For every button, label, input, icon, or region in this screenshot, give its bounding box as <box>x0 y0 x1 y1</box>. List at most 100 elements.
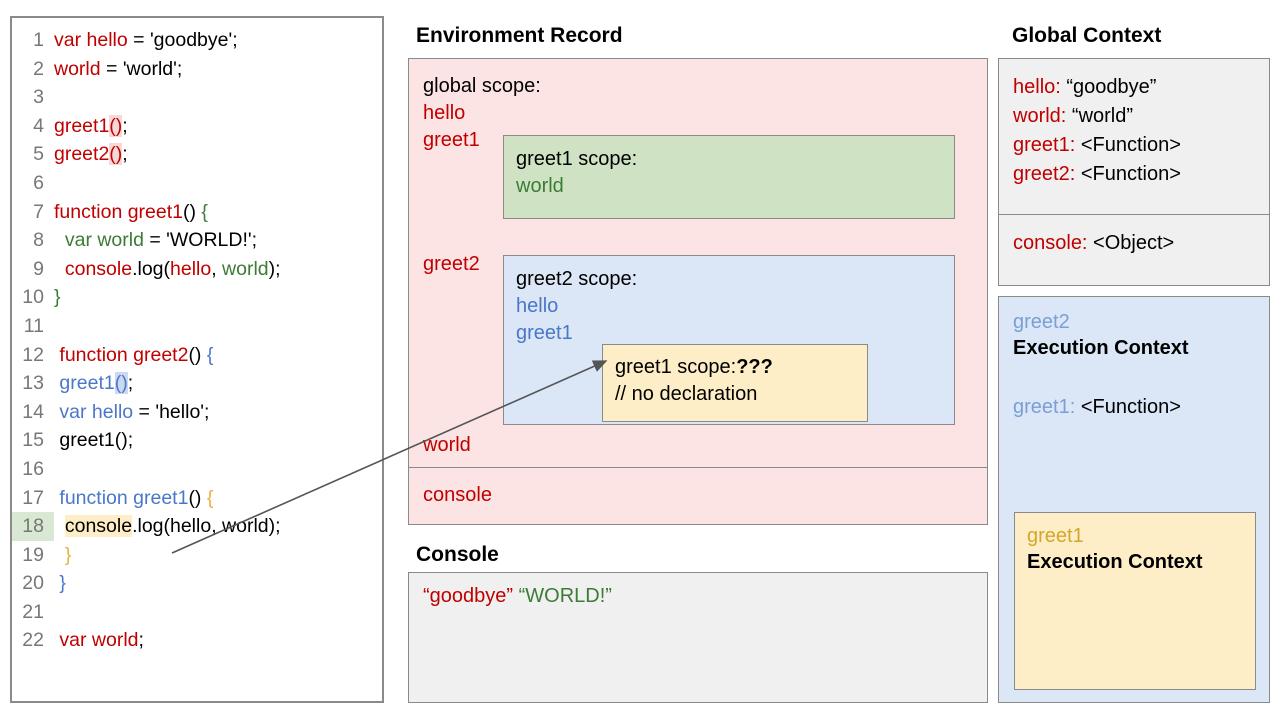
code-line[interactable]: 5 greet2(); <box>12 140 382 169</box>
code-line-number: 14 <box>22 400 44 423</box>
global-context-objects: console: <Object> <box>999 215 1269 286</box>
code-line-text: function greet1() { <box>54 484 213 513</box>
code-line[interactable]: 18 console.log(hello, world); <box>12 512 382 541</box>
env-binding-console: console <box>423 484 492 506</box>
code-line[interactable]: 22 var world; <box>12 626 382 655</box>
env-binding-hello: hello <box>423 102 466 124</box>
code-line-text: var hello = 'hello'; <box>54 398 209 427</box>
code-token: console <box>64 515 133 538</box>
global-context-key: greet2: <box>1013 163 1076 185</box>
code-line[interactable]: 15 greet1(); <box>12 426 382 455</box>
code-line-text: var hello = 'goodbye'; <box>54 26 238 55</box>
code-line-number: 12 <box>22 343 44 366</box>
greet2-execution-context-name: greet2 <box>1013 311 1070 333</box>
global-context-row: world: “world” <box>1013 102 1269 131</box>
global-context-row: console: <Object> <box>1013 229 1269 258</box>
code-token: ; <box>138 629 144 652</box>
code-line[interactable]: 8 var world = 'WORLD!'; <box>12 226 382 255</box>
code-line-list: 1 var hello = 'goodbye'; 2 world = 'world';… <box>12 18 382 655</box>
code-line[interactable]: 12 function greet2() { <box>12 341 382 370</box>
global-context-value: <Object> <box>1087 232 1175 254</box>
code-line[interactable]: 19 } <box>12 541 382 570</box>
console-panel-title: Console <box>416 543 499 566</box>
code-token: world <box>54 57 101 80</box>
code-line[interactable]: 14 var hello = 'hello'; <box>12 398 382 427</box>
code-token: = 'world'; <box>100 57 183 80</box>
code-editor-panel[interactable]: 1 var hello = 'goodbye'; 2 world = 'world';… <box>10 16 384 703</box>
code-line-text: function greet1() { <box>54 198 208 227</box>
code-token: } <box>64 543 72 566</box>
console-output-token: “goodbye” <box>423 585 514 607</box>
code-line-number: 5 <box>33 143 44 166</box>
code-token: console <box>64 257 133 280</box>
greet1-scope-title: greet1 scope: <box>516 148 638 170</box>
code-line-number: 3 <box>33 86 44 109</box>
code-line[interactable]: 2 world = 'world'; <box>12 55 382 84</box>
code-line-number: 8 <box>33 229 44 252</box>
greet2-execution-context-label: Execution Context <box>1013 337 1189 359</box>
code-line-text: world = 'world'; <box>54 55 182 84</box>
code-line-text: greet2(); <box>54 140 128 169</box>
code-line-text: } <box>54 569 66 598</box>
code-line-text: greet1(); <box>54 369 133 398</box>
greet1-scope-var-world: world <box>516 175 564 197</box>
code-line-number: 4 <box>33 114 44 137</box>
code-line-number: 22 <box>22 629 44 652</box>
code-line[interactable]: 3 <box>12 83 382 112</box>
greet1-execution-context-name: greet1 <box>1027 525 1084 547</box>
global-context-row: hello: “goodbye” <box>1013 73 1269 102</box>
exec-context-value: <Function> <box>1075 396 1181 418</box>
code-line[interactable]: 17 function greet1() { <box>12 484 382 513</box>
code-line[interactable]: 6 <box>12 169 382 198</box>
code-line[interactable]: 16 <box>12 455 382 484</box>
code-line-text: console.log(hello, world); <box>54 255 281 284</box>
global-context-value: “goodbye” <box>1060 76 1157 98</box>
code-token: , <box>211 257 223 280</box>
greet1-inner-scope-title-line: greet1 scope:??? <box>615 356 773 379</box>
code-line-number: 13 <box>22 372 44 395</box>
code-token: ); <box>268 257 281 280</box>
global-context-value: <Function> <box>1075 134 1181 156</box>
code-line[interactable]: 11 <box>12 312 382 341</box>
code-token <box>54 544 65 566</box>
greet1-inner-scope-note-box: greet1 scope:??? // no declaration <box>602 344 868 422</box>
code-line-number: 7 <box>33 200 44 223</box>
global-context-value: “world” <box>1066 105 1134 127</box>
code-line-number: 20 <box>22 572 44 595</box>
code-token: { <box>201 200 208 223</box>
code-line[interactable]: 10} <box>12 283 382 312</box>
code-line[interactable]: 1 var hello = 'goodbye'; <box>12 26 382 55</box>
code-line-text: } <box>54 283 61 312</box>
env-console-region: console <box>409 468 987 525</box>
code-token: var hello <box>54 29 128 51</box>
code-line-number: 15 <box>22 429 44 452</box>
code-line-number: 10 <box>22 286 44 309</box>
global-context-value: <Function> <box>1075 163 1181 185</box>
code-line[interactable]: 13 greet1(); <box>12 369 382 398</box>
global-context-row: greet2: <Function> <box>1013 160 1269 189</box>
code-token: greet1 <box>59 372 115 395</box>
env-binding-greet1: greet1 <box>423 129 480 151</box>
code-token: hello <box>170 257 212 280</box>
code-token <box>54 229 65 251</box>
console-output-box[interactable]: “goodbye” “WORLD!” <box>408 572 988 703</box>
code-token: var world <box>59 629 139 652</box>
code-line-number: 6 <box>33 171 44 194</box>
code-line[interactable]: 7 function greet1() { <box>12 198 382 227</box>
code-line-number: 1 <box>33 29 44 51</box>
code-token: greet2 <box>54 143 110 166</box>
code-token: () <box>114 372 128 395</box>
code-line-number: 11 <box>23 314 44 337</box>
global-context-title: Global Context <box>1012 24 1162 47</box>
code-token: } <box>59 572 66 595</box>
code-line[interactable]: 21 <box>12 598 382 627</box>
code-token: = 'WORLD!'; <box>143 229 258 252</box>
code-line[interactable]: 20 } <box>12 569 382 598</box>
code-line[interactable]: 9 console.log(hello, world); <box>12 255 382 284</box>
code-token: () <box>188 486 207 509</box>
code-line-number: 2 <box>33 57 44 80</box>
global-context-key: hello: <box>1013 76 1061 98</box>
code-token: ; <box>122 143 128 166</box>
code-token: function greet2 <box>54 343 189 366</box>
